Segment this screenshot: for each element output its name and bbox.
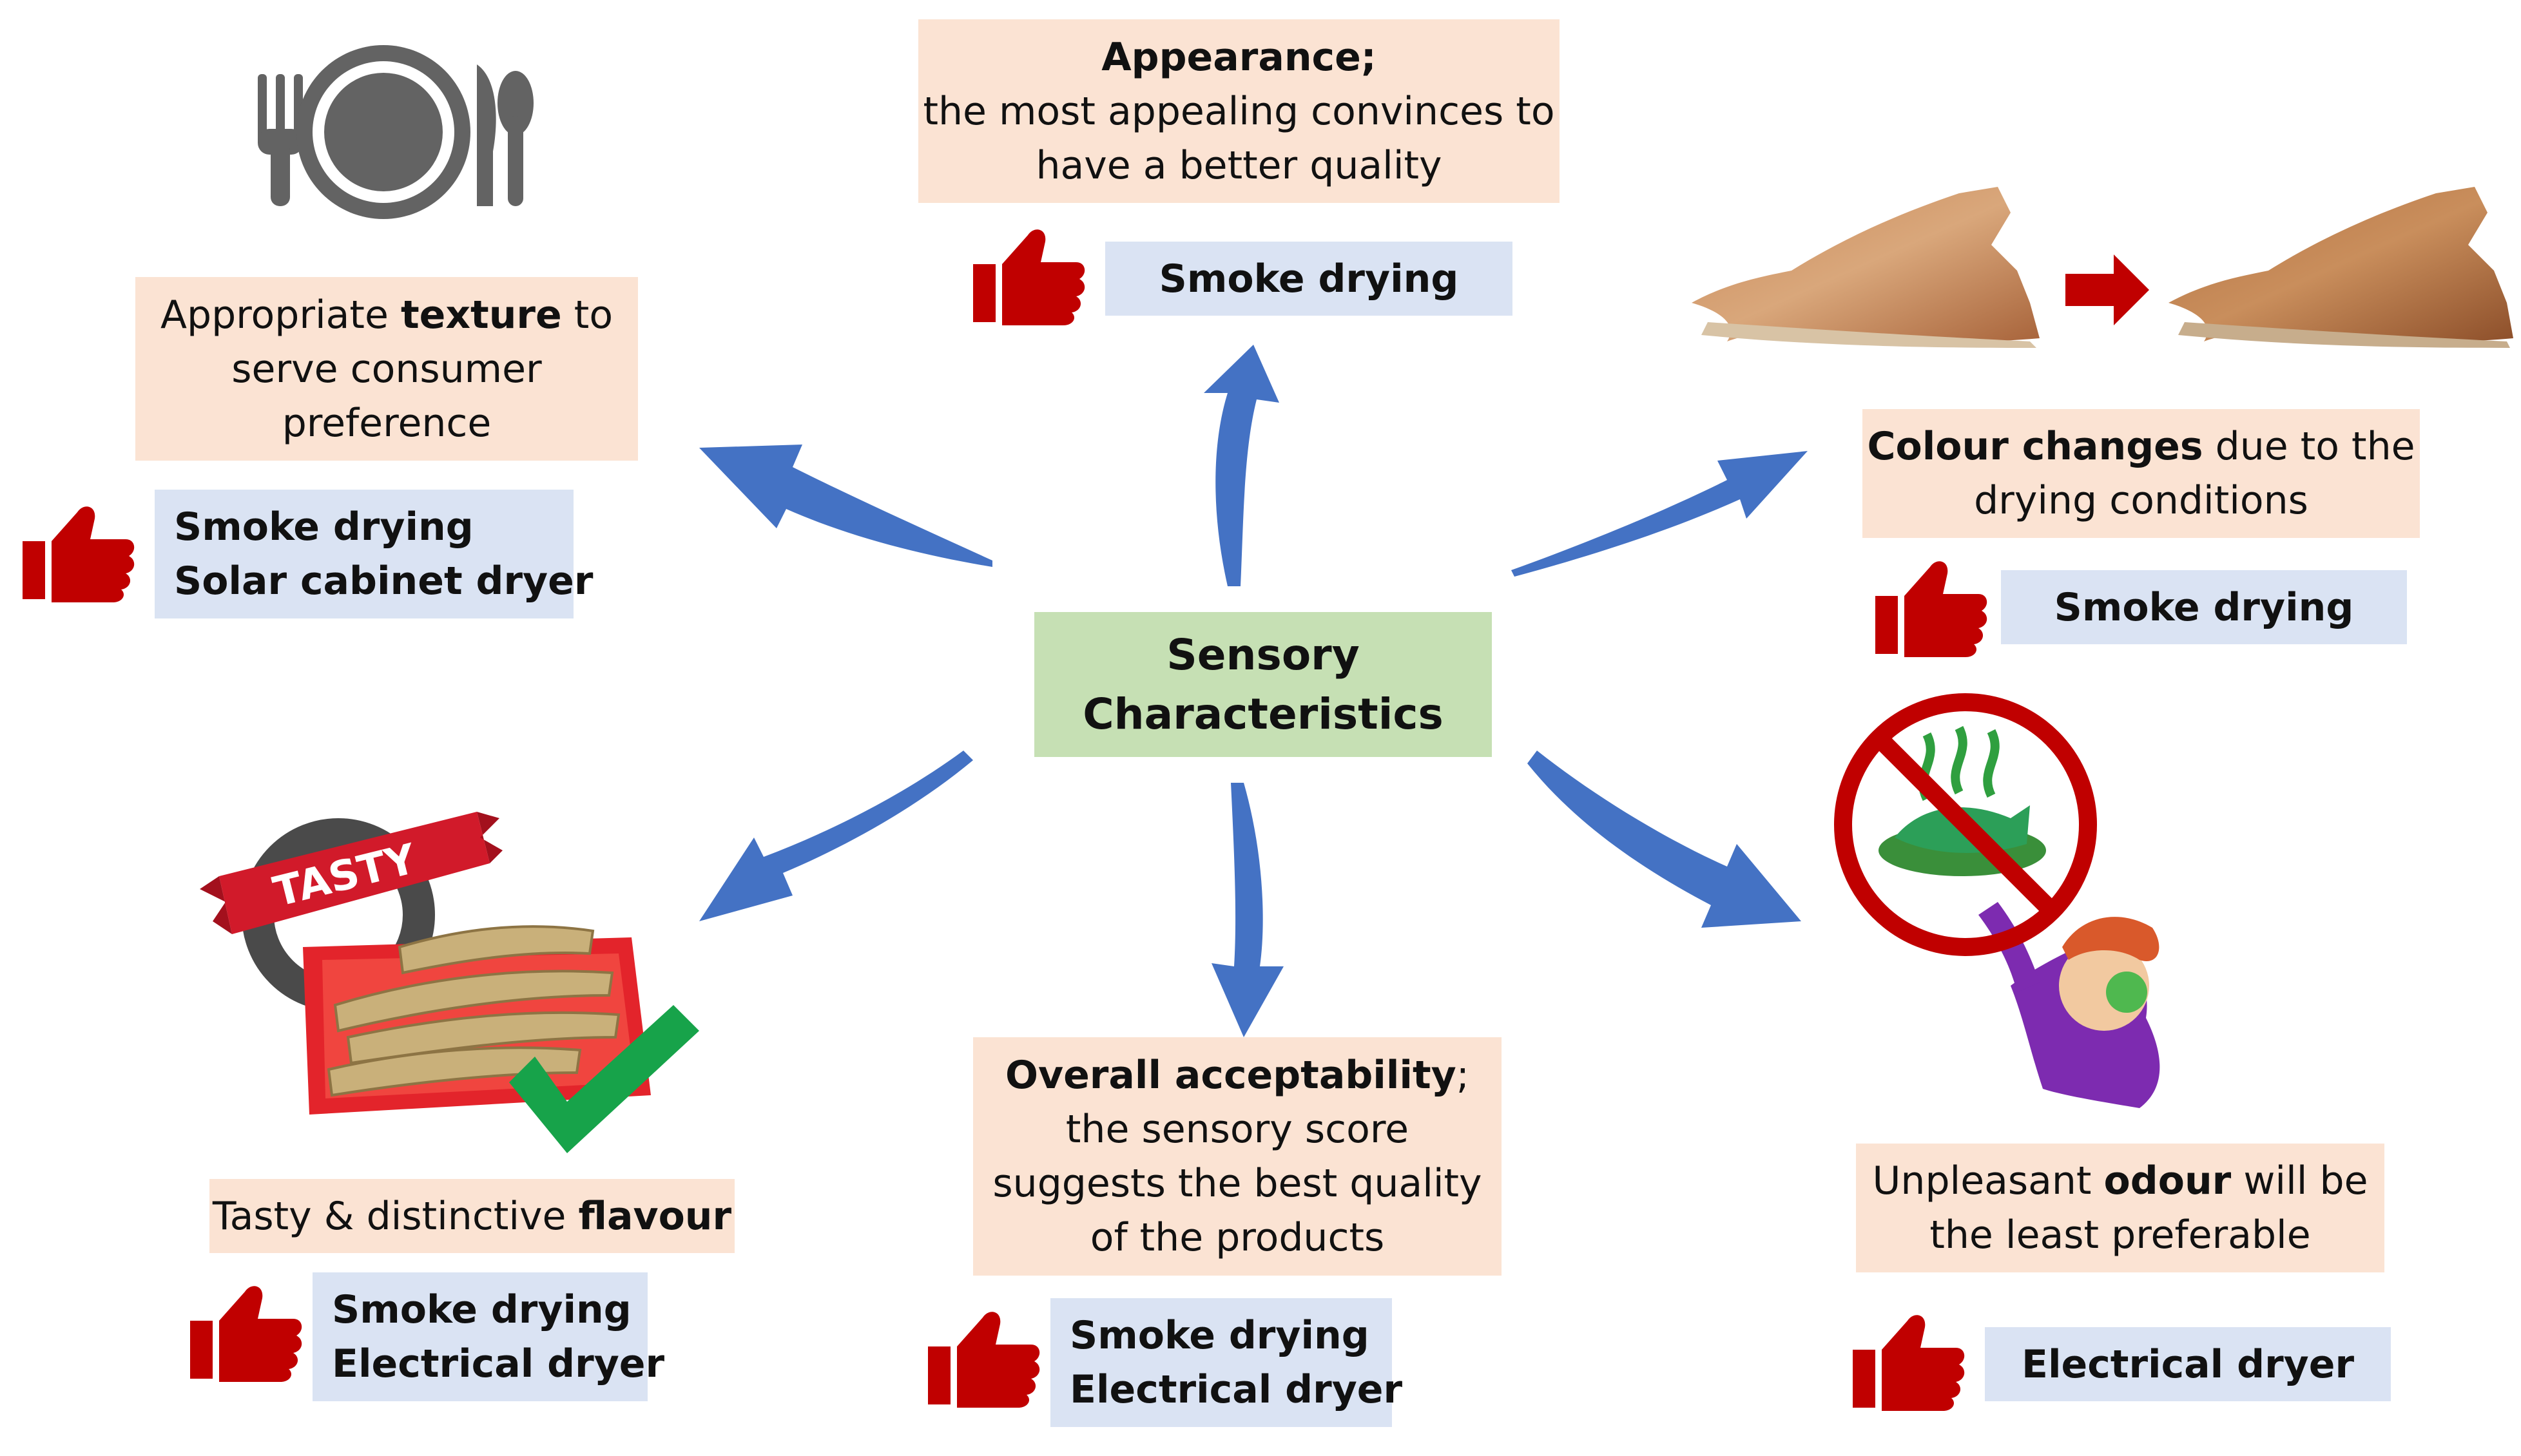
center-node: Sensory Characteristics (1034, 612, 1492, 757)
texture-line1-pre: Appropriate (160, 292, 401, 338)
odour-line1: Unpleasant odour will be (1873, 1154, 2368, 1208)
thumbs-up-icon (1875, 561, 1987, 657)
flavour-keyword: flavour (578, 1193, 732, 1239)
texture-box: Appropriate texture to serve consumer pr… (135, 277, 638, 461)
thumbs-up-icon (1853, 1315, 1965, 1411)
odour-line1-pre: Unpleasant (1872, 1158, 2104, 1203)
odour-box: Unpleasant odour will be the least prefe… (1856, 1144, 2384, 1272)
colour-method-1: Smoke drying (2054, 584, 2354, 630)
thumbs-up-icon (973, 229, 1085, 325)
flavour-line: Tasty & distinctive flavour (213, 1189, 731, 1243)
arrow-down (1212, 783, 1284, 1037)
colour-line1-post: due to the (2203, 424, 2415, 469)
arrow-down-left (699, 751, 973, 921)
appearance-method-1: Smoke drying (1159, 256, 1459, 302)
acceptability-line2: the sensory score (1065, 1107, 1409, 1152)
texture-method-2: Solar cabinet dryer (174, 559, 594, 604)
flavour-pre: Tasty & distinctive (212, 1193, 579, 1239)
texture-method-1: Smoke drying (174, 504, 474, 550)
odour-line2: the least preferable (1929, 1212, 2311, 1258)
odour-keyword: odour (2103, 1158, 2232, 1203)
odour-line1-post: will be (2231, 1158, 2368, 1203)
flavour-method-1: Smoke drying (332, 1287, 632, 1332)
arrow-up-right (1511, 451, 1808, 577)
check-mark-icon (509, 1005, 699, 1153)
thumbs-up-icon (928, 1312, 1040, 1408)
acceptability-line1-post: ; (1456, 1053, 1469, 1098)
appearance-line2: the most appealing convinces to (923, 88, 1555, 134)
plate-cutlery-icon (258, 45, 534, 219)
no-odour-icon (1834, 693, 2160, 1108)
texture-method-box: Smoke drying Solar cabinet dryer (155, 490, 593, 618)
acceptability-line1: Overall acceptability; (1005, 1048, 1469, 1102)
arrow-down-right (1527, 751, 1801, 928)
acceptability-method-1: Smoke drying (1070, 1313, 1369, 1358)
flavour-box: Tasty & distinctive flavour (209, 1179, 735, 1253)
center-title-line1: Sensory (1166, 629, 1360, 680)
colour-line1: Colour changes due to the (1867, 419, 2415, 474)
flavour-method-box: Smoke drying Electrical dryer (313, 1272, 664, 1401)
texture-line1-post: to (561, 292, 613, 338)
appearance-title: Appearance; (1101, 34, 1376, 80)
center-title-line2: Characteristics (1083, 689, 1444, 739)
odour-method-1: Electrical dryer (2021, 1341, 2355, 1387)
acceptability-box: Overall acceptability; the sensory score… (973, 1037, 1502, 1276)
arrow-up (1204, 345, 1279, 586)
colour-method-box: Smoke drying (2001, 570, 2407, 644)
thumbs-up-icon (190, 1286, 302, 1382)
thumbs-up-icon (23, 506, 135, 602)
appearance-line3: have a better quality (1036, 142, 1442, 188)
texture-keyword: texture (400, 292, 562, 338)
colour-keyword: Colour changes (1867, 424, 2203, 469)
acceptability-line4: of the products (1090, 1215, 1385, 1260)
dried-fish-image (1692, 187, 2513, 348)
acceptability-method-box: Smoke drying Electrical dryer (1050, 1298, 1402, 1427)
right-arrow-icon (2065, 254, 2149, 325)
texture-line3: preference (282, 400, 492, 446)
texture-line2: serve consumer (231, 346, 542, 392)
odour-method-box: Electrical dryer (1985, 1327, 2391, 1401)
appearance-method-box: Smoke drying (1105, 242, 1512, 316)
appearance-box: Appearance; the most appealing convinces… (918, 19, 1560, 203)
flavour-method-2: Electrical dryer (332, 1341, 665, 1386)
acceptability-method-2: Electrical dryer (1070, 1367, 1403, 1412)
colour-box: Colour changes due to the drying conditi… (1862, 409, 2420, 538)
acceptability-keyword: Overall acceptability (1005, 1053, 1456, 1098)
acceptability-line3: suggests the best quality (992, 1161, 1482, 1206)
fish-tray-image (303, 925, 651, 1115)
colour-line2: drying conditions (1974, 478, 2308, 523)
texture-line1: Appropriate texture to (160, 288, 613, 342)
arrow-up-left (699, 445, 992, 567)
